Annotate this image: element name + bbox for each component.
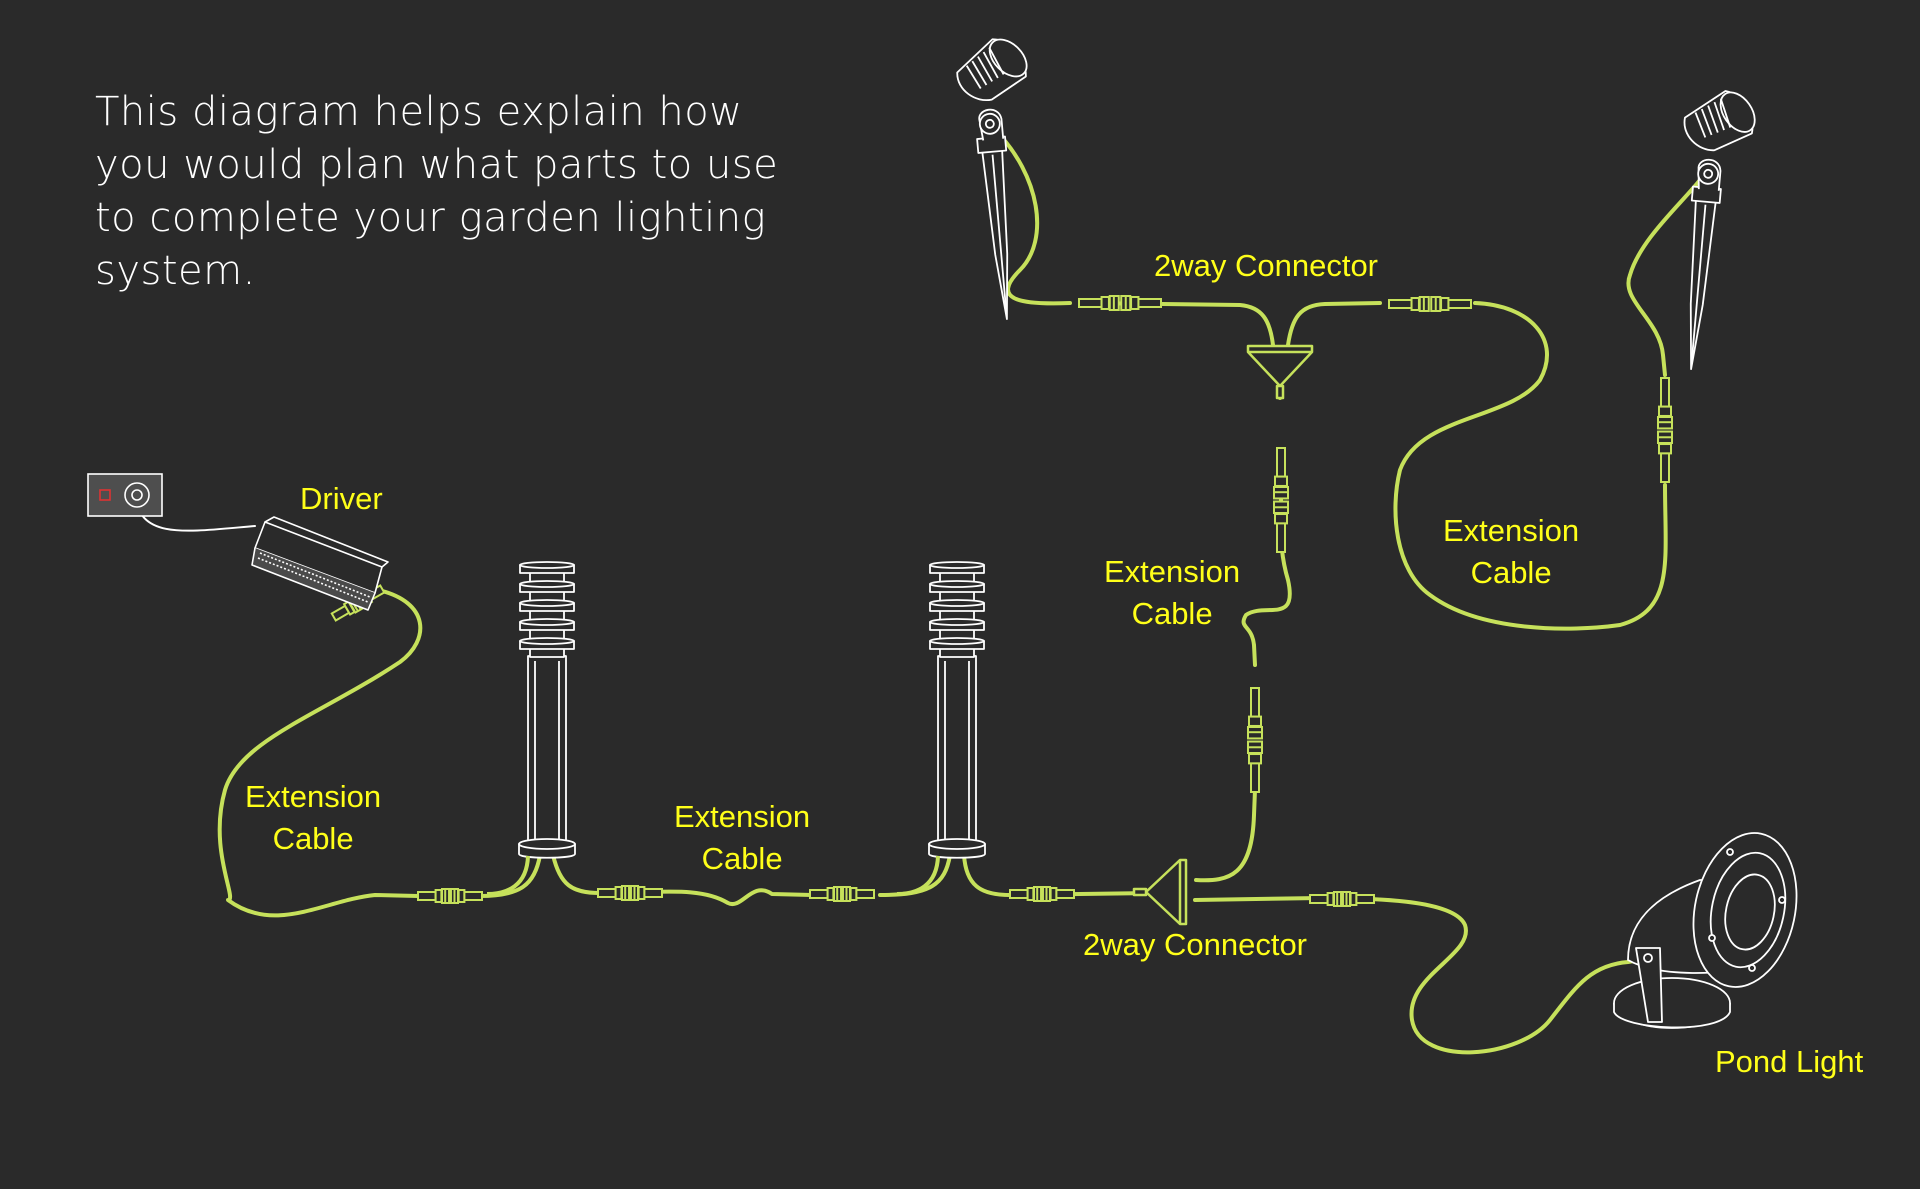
two-way-connector-icon [1246, 344, 1314, 400]
cable-driver-to-junction [217, 588, 423, 918]
intro-text: This diagram helps explain how you would… [95, 89, 779, 294]
label-driver: Driver [300, 478, 383, 520]
bollard-light-icon [486, 561, 576, 896]
driver-icon [251, 516, 389, 611]
cable-connector-icon [417, 888, 483, 904]
cable-connector-icon [809, 886, 875, 902]
cable-connector-icon [1388, 296, 1472, 312]
cable-lower-connector-up [1194, 788, 1257, 883]
cable-right-loop [1393, 301, 1668, 631]
label-pond-light: Pond Light [1715, 1041, 1863, 1083]
cable-connector-icon [1078, 295, 1162, 311]
cable-to-pond-light [1193, 896, 1652, 1055]
cable-upper-left-branch [1078, 301, 1275, 347]
label-extension-cable-line1: Extension [1104, 554, 1241, 589]
label-extension-cable: Extension Cable [674, 796, 810, 880]
label-extension-cable-line1: Extension [245, 779, 382, 814]
label-pond-light-text: Pond Light [1715, 1044, 1864, 1079]
cable-connector-icon [597, 885, 663, 901]
cables [134, 128, 1702, 1055]
cable-connector-icon [1309, 891, 1375, 907]
pond-light-icon [1613, 832, 1798, 1029]
cable-connector-icon [1009, 886, 1075, 902]
cable-connector-icon [1657, 377, 1673, 483]
label-extension-cable-line2: Cable [1470, 555, 1552, 590]
label-extension-cable-line2: Cable [701, 841, 783, 876]
spike-spotlight-icon [1683, 90, 1756, 370]
label-2way-connector-text: 2way Connector [1154, 248, 1379, 283]
label-2way-connector: 2way Connector [1154, 245, 1378, 287]
cable-to-bollard-2 [878, 853, 952, 897]
cable-spike-2-lead [1626, 178, 1702, 377]
bollard-light-icon [896, 561, 986, 896]
cable-connector-icon [1247, 687, 1263, 793]
label-extension-cable-line1: Extension [674, 799, 811, 834]
label-extension-cable: Extension Cable [1443, 510, 1579, 594]
label-2way-connector: 2way Connector [1083, 924, 1307, 966]
cable-upper-right-branch [1286, 301, 1382, 347]
two-way-connector-icon [1132, 858, 1188, 926]
label-2way-connector-text: 2way Connector [1083, 927, 1308, 962]
label-extension-cable-line2: Cable [272, 821, 354, 856]
label-driver-text: Driver [300, 481, 383, 516]
cable-spike-1-lead [993, 128, 1072, 306]
wall-socket-icon [87, 473, 163, 517]
spike-spotlight-icon [956, 38, 1028, 320]
cable-bollard-1-to-2 [551, 853, 814, 907]
label-extension-cable-line1: Extension [1443, 513, 1580, 548]
label-extension-cable: Extension Cable [1104, 551, 1240, 635]
label-extension-cable: Extension Cable [245, 776, 381, 860]
cable-connector-icon [1273, 447, 1289, 553]
label-extension-cable-line2: Cable [1131, 596, 1213, 631]
